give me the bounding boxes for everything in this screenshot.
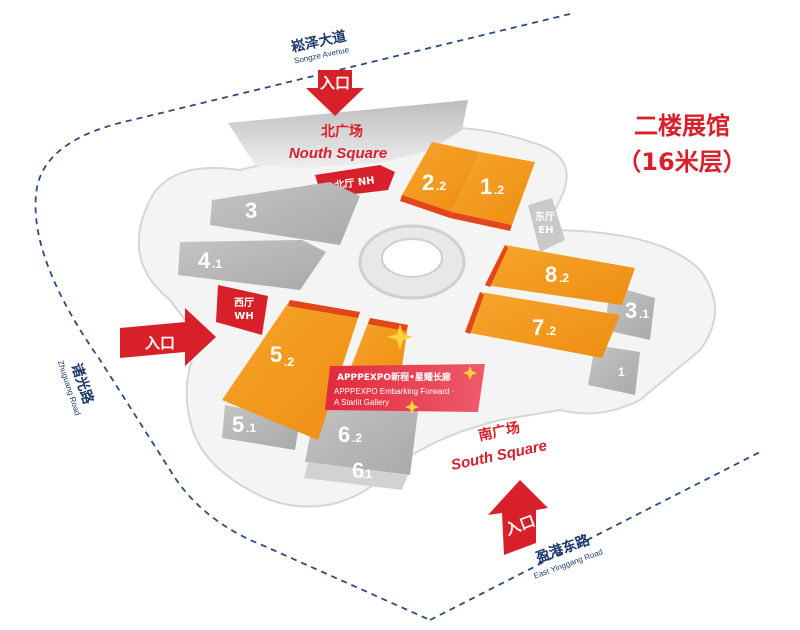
- site-boundary-south: [429, 451, 761, 621]
- hall-4-1-sub: .1: [212, 257, 222, 271]
- road-west-label: 诸光路 Zhuguang Road: [56, 359, 97, 416]
- west-lobby-label-en: WH: [234, 311, 253, 322]
- north-square: [228, 100, 468, 168]
- east-lobby-label-cn: 东厅: [535, 210, 555, 223]
- hall-3: 3: [210, 182, 360, 245]
- hall-7-2-sub: .2: [546, 324, 556, 338]
- site-boundary: [34, 13, 571, 621]
- hall-6-1: 6 .1: [304, 458, 408, 490]
- east-lobby-label-en: EH: [538, 225, 553, 236]
- east-lobby: [528, 198, 565, 252]
- hall-2-1-sub: 1: [618, 365, 625, 379]
- gallery-title-en-1: APPPEXPO Embarking Forward ·: [334, 387, 454, 396]
- hall-2-2-num: 2: [422, 170, 434, 195]
- floor-subtitle: （16米层）: [617, 148, 746, 176]
- north-square-en: Nouth Square: [289, 145, 387, 162]
- hall-6-2-num: 6: [338, 422, 350, 447]
- hall-1-2-num: 1: [480, 174, 492, 199]
- hall-3-1-num: 3: [625, 298, 637, 323]
- hall-8-2: 8 .2: [485, 245, 635, 305]
- hall-7-2: 7 .2: [465, 292, 620, 358]
- entrance-south: 入口: [488, 480, 548, 555]
- gallery-banner: [325, 364, 485, 412]
- entrance-west: 入口: [120, 308, 216, 366]
- gallery-title-en-2: A Starlit Gallery: [334, 398, 389, 407]
- hall-6-2-sub: .2: [352, 431, 362, 445]
- entrance-north: 入口: [306, 70, 364, 116]
- road-south-label: 盈港东路 East Yinggang Road: [532, 531, 604, 581]
- south-square-en: South Square: [450, 437, 549, 474]
- hall-8-2-num: 8: [545, 262, 557, 287]
- hall-6-1-num: 6: [352, 458, 364, 483]
- sparkle-icon: [387, 324, 477, 414]
- hall-5-2-num: 5: [270, 342, 282, 367]
- hall-3-num: 3: [245, 198, 257, 223]
- hall-5-1-num: 5: [232, 412, 244, 437]
- hall-4-1-num: 4: [198, 248, 211, 273]
- hall-1-2: 1 .2: [450, 152, 535, 231]
- hall-4-1: 4 .1: [178, 240, 326, 290]
- hall-3-1-sub: .1: [639, 307, 649, 321]
- hall-8-2-sub: .2: [559, 271, 569, 285]
- floor-title: 二楼展馆: [634, 112, 730, 140]
- road-north-label: 崧泽大道 Songze Avenue: [289, 28, 350, 66]
- central-hub-inner: [381, 238, 443, 278]
- west-lobby: [216, 285, 268, 335]
- west-lobby-label-cn: 西厅: [234, 297, 254, 309]
- hall-6-1-sub: .1: [362, 467, 372, 481]
- gallery-title-cn: APPPEXPO新程•星耀长廊: [337, 371, 451, 383]
- hall-5-1-sub: .1: [246, 421, 256, 435]
- hall-6-2: 6 .2: [305, 395, 420, 475]
- hall-2-2: 2 .2: [400, 142, 480, 218]
- hall-1-2-sub: .2: [494, 183, 504, 197]
- hall-2-2-sub: .2: [436, 179, 446, 193]
- north-square-cn: 北广场: [321, 123, 363, 140]
- entrance-west-label: 入口: [145, 334, 175, 352]
- hall-5-2-sub: .2: [284, 355, 294, 369]
- entrance-north-label: 入口: [320, 74, 350, 92]
- hall-5-2: 5 .2: [222, 300, 360, 440]
- hall-7-2-num: 7: [532, 315, 544, 340]
